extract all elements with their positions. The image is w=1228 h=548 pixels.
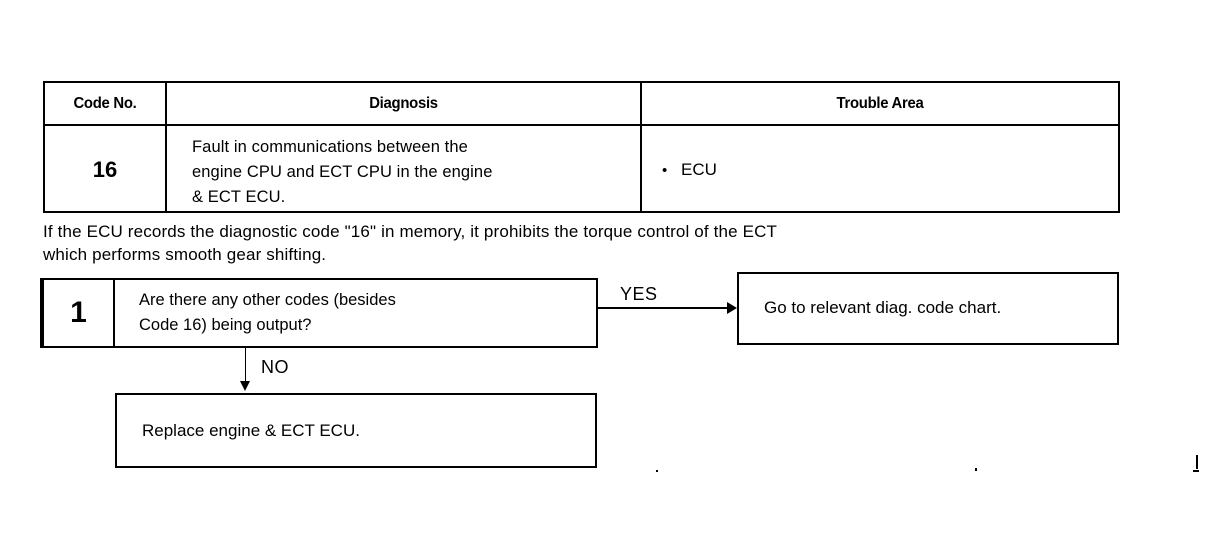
- outcome-yes-text: Go to relevant diag. code chart.: [764, 298, 1002, 317]
- table-cell-diagnosis: Fault in communications between the engi…: [167, 126, 640, 213]
- table-column-divider-2: [640, 83, 642, 211]
- yes-connector-line: [598, 307, 729, 309]
- table-header-code-no: Code No.: [73, 95, 137, 112]
- yes-arrow-icon: [727, 302, 737, 314]
- note-line-2: which performs smooth gear shifting.: [43, 245, 327, 264]
- flowchart-outcome-yes-box: Go to relevant diag. code chart.: [737, 272, 1119, 345]
- diagnosis-line-1: Fault in communications between the: [192, 138, 468, 156]
- flowchart-outcome-no-box: Replace engine & ECT ECU.: [115, 393, 597, 468]
- table-header-divider: [45, 124, 1118, 126]
- flowchart-step-1: 1 Are there any other codes (besides Cod…: [40, 278, 598, 348]
- trouble-area-list-item: • ECU: [662, 160, 717, 180]
- diagnosis-line-3: & ECT ECU.: [192, 188, 286, 206]
- bullet-icon: •: [662, 162, 668, 179]
- table-column-divider-1: [165, 83, 167, 211]
- outcome-no-text: Replace engine & ECT ECU.: [142, 421, 360, 440]
- no-branch-label: NO: [261, 357, 289, 377]
- table-header-diagnosis: Diagnosis: [369, 95, 438, 112]
- note-line-1: If the ECU records the diagnostic code "…: [43, 222, 778, 241]
- trouble-area-label: ECU: [681, 160, 717, 179]
- scan-speck: [975, 468, 977, 471]
- table-cell-trouble-area: • ECU: [642, 126, 1118, 213]
- no-connector-line: [245, 348, 246, 386]
- diagnostic-code-table: Code No. Diagnosis Trouble Area 16 Fault…: [43, 81, 1120, 213]
- step-question-line-2: Code 16) being output?: [139, 316, 312, 334]
- scan-speck: [656, 470, 658, 472]
- step-question-line-1: Are there any other codes (besides: [139, 291, 396, 309]
- scan-edge-mark: [1196, 455, 1198, 469]
- no-arrow-icon: [240, 381, 250, 391]
- scan-speck: [1193, 470, 1199, 472]
- table-cell-code-number: 16: [92, 157, 118, 182]
- diagnosis-line-2: engine CPU and ECT CPU in the engine: [192, 163, 493, 181]
- step-question: Are there any other codes (besides Code …: [117, 280, 596, 346]
- yes-branch-label: YES: [620, 284, 658, 304]
- table-header-trouble-area: Trouble Area: [836, 95, 924, 112]
- explanatory-note: If the ECU records the diagnostic code "…: [43, 220, 1163, 266]
- step-number: 1: [44, 280, 115, 346]
